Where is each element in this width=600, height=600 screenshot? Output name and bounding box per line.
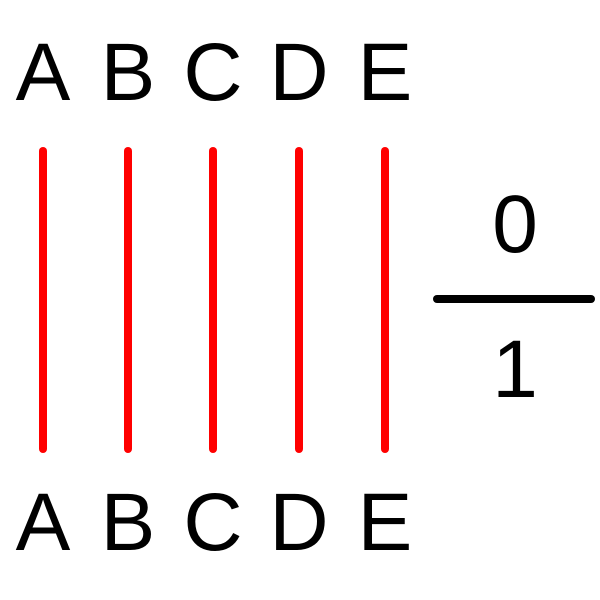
bottom-label-c: C (183, 477, 243, 568)
bottom-label-a: A (15, 477, 71, 568)
bottom-label-b: B (100, 477, 156, 568)
strand-e (381, 147, 389, 453)
fraction-denominator: 1 (492, 324, 538, 415)
strand-c (209, 147, 217, 453)
strand-a (39, 147, 47, 453)
top-label-a: A (15, 27, 71, 118)
strand-d (295, 147, 303, 453)
bottom-label-e: E (357, 477, 413, 568)
bottom-label-d: D (269, 477, 329, 568)
fraction-bar (433, 295, 595, 303)
top-label-c: C (183, 27, 243, 118)
fraction-numerator: 0 (492, 179, 538, 270)
top-label-b: B (100, 27, 156, 118)
strand-b (124, 147, 132, 453)
top-label-d: D (269, 27, 329, 118)
top-label-e: E (357, 27, 413, 118)
